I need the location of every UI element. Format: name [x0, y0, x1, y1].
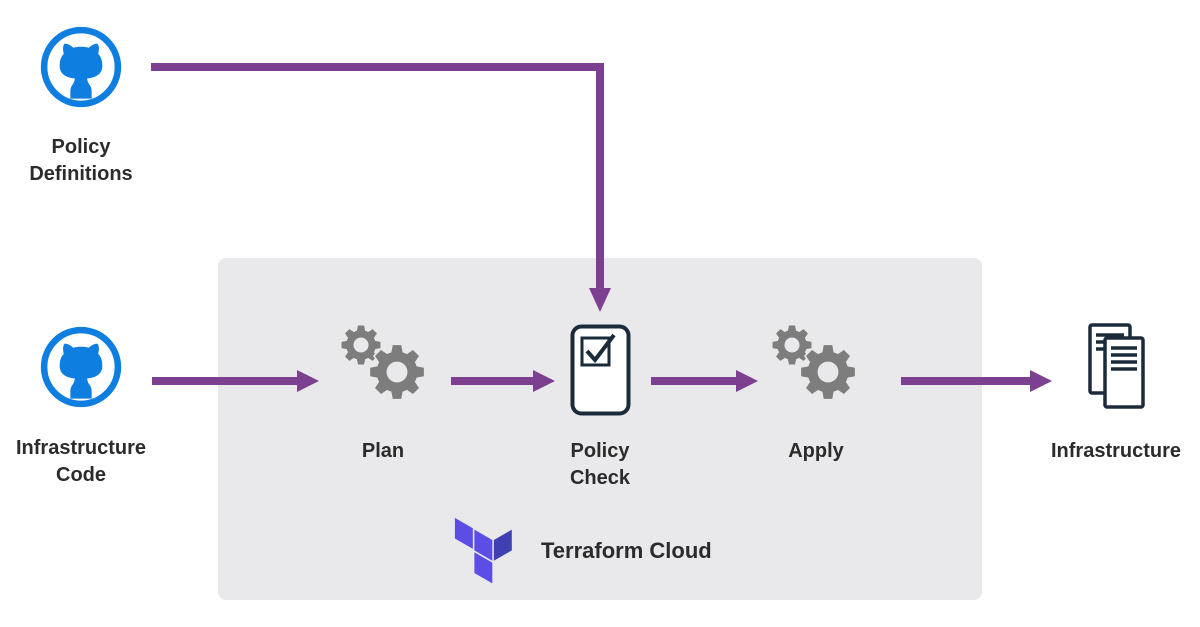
large-gear-icon	[799, 343, 857, 401]
github-icon	[40, 26, 122, 108]
infrastructure-code-label-line1: Infrastructure	[15, 437, 147, 459]
policy-check-label-line2: Check	[569, 467, 631, 489]
terraform-logo	[454, 517, 512, 584]
infrastructure-label: Infrastructure	[1050, 440, 1182, 462]
gears-icon	[338, 322, 430, 406]
checkmark-icon	[585, 333, 616, 364]
github-icon	[40, 326, 122, 408]
plan-label: Plan	[361, 440, 405, 462]
terraform-cloud-box	[218, 258, 982, 600]
checkbox-icon	[580, 336, 611, 367]
policy-definitions-label-line1: Policy	[51, 136, 111, 158]
infrastructure-code-label-line2: Code	[56, 464, 106, 486]
checklist-card-icon	[570, 324, 631, 416]
policy-check-label: Policy Check	[520, 438, 680, 492]
documents-icon	[1088, 323, 1145, 409]
policy-definitions-label-line2: Definitions	[29, 163, 133, 185]
gears-icon	[769, 322, 861, 406]
arrowhead-right-icon	[1030, 370, 1052, 392]
policy-check-label-line1: Policy	[570, 440, 630, 462]
apply-label: Apply	[788, 440, 844, 462]
infrastructure-code-label: Infrastructure Code	[0, 435, 162, 489]
policy-definitions-label: Policy Definitions	[0, 134, 162, 188]
terraform-cloud-label: Terraform Cloud	[541, 538, 712, 563]
large-gear-icon	[368, 343, 426, 401]
